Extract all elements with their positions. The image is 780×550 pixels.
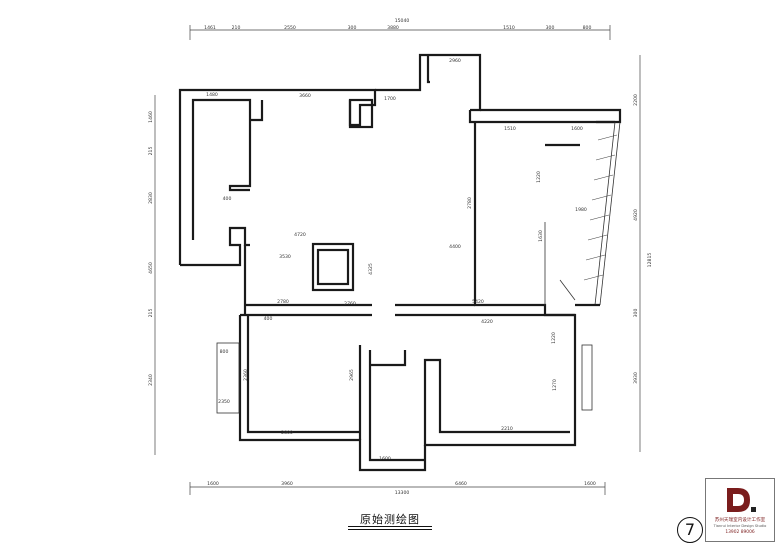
dim-interior-13: 5420	[472, 299, 484, 305]
dim-interior-24: 1220	[551, 332, 557, 344]
dim-interior-23: 2360	[243, 369, 249, 381]
logo-company-name: 苏州天瑞室内设计工作室	[714, 518, 766, 523]
dim-top-total: 15040	[395, 18, 410, 24]
dim-interior-26: 1630	[538, 230, 544, 242]
dim-interior-22: 2350	[218, 399, 230, 405]
dim-interior-4: 1510	[504, 126, 516, 132]
dim-right-0: 2200	[633, 94, 639, 106]
logo-company-subtitle: Tianrui Interior Design Studio	[713, 524, 767, 528]
dim-top-0: 1461	[204, 25, 216, 31]
dimension-lines	[154, 25, 641, 495]
dim-right-total: 12815	[647, 253, 653, 268]
dim-left-5: 2340	[148, 374, 154, 386]
wall-hatching	[583, 134, 618, 281]
dim-interior-3: 2960	[449, 58, 461, 64]
dim-interior-17: 2800	[281, 430, 293, 436]
dim-bottom-1: 3960	[281, 481, 293, 487]
dim-top-6: 300	[546, 25, 555, 31]
dim-top-4: 3880	[387, 25, 399, 31]
dim-interior-16: 2965	[349, 369, 355, 381]
dim-interior-19: 2210	[501, 426, 513, 432]
dim-top-7: 800	[583, 25, 592, 31]
dim-left-4: 215	[148, 309, 154, 318]
drawing-title: 原始测绘图	[340, 508, 440, 530]
dimension-labels: 1461 210 2550 300 3880 1510 300 800 15040 1600 396…	[148, 18, 653, 496]
dim-left-1: 215	[148, 147, 154, 156]
dim-top-2: 2550	[284, 25, 296, 31]
dim-bottom-0: 1600	[207, 481, 219, 487]
company-logo: 苏州天瑞室内设计工作室 Tianrui Interior Design Stud…	[705, 478, 775, 542]
dim-bottom-2: 6460	[455, 481, 467, 487]
dim-interior-1: 3660	[299, 93, 311, 99]
dim-top-3: 300	[348, 25, 357, 31]
walls	[178, 53, 622, 472]
dim-interior-12: 2760	[344, 301, 356, 307]
dim-left-0: 1460	[148, 111, 154, 123]
drawing-title-text: 原始测绘图	[360, 513, 420, 526]
dim-interior-0: 1480	[206, 92, 218, 98]
dim-interior-6: 4720	[294, 232, 306, 238]
title-underline	[348, 526, 432, 527]
dim-interior-2: 1700	[384, 96, 396, 102]
dim-right-1: 4920	[633, 209, 639, 221]
dim-interior-15: 1600	[379, 456, 391, 462]
dim-top-5: 1510	[503, 25, 515, 31]
dim-interior-9: 4400	[449, 244, 461, 250]
dim-interior-25: 1220	[536, 171, 542, 183]
dim-interior-14: 4220	[481, 319, 493, 325]
dim-interior-27: 400	[223, 196, 232, 202]
dim-right-2: 300	[633, 309, 639, 318]
dim-interior-28: 400	[264, 316, 273, 322]
dim-interior-8: 2780	[467, 197, 473, 209]
dim-interior-21: 800	[220, 349, 229, 355]
logo-mark-icon	[727, 488, 756, 512]
logo-phone-number: 13902 89006	[725, 530, 755, 535]
dim-left-2: 2830	[148, 192, 154, 204]
dim-top-1: 210	[232, 25, 241, 31]
title-underline-thin	[348, 529, 432, 530]
dim-interior-7: 3530	[279, 254, 291, 260]
dim-interior-5: 1600	[571, 126, 583, 132]
dim-interior-20: 1980	[575, 207, 587, 213]
dim-right-3: 3930	[633, 372, 639, 384]
dim-interior-18: 1270	[552, 379, 558, 391]
dim-bottom-total: 13300	[395, 490, 410, 496]
dim-bottom-3: 1600	[584, 481, 596, 487]
page-number-badge: 7	[677, 517, 703, 543]
dim-left-3: 4650	[148, 262, 154, 274]
dim-interior-10: 4325	[368, 263, 374, 275]
dim-interior-11: 2780	[277, 299, 289, 305]
